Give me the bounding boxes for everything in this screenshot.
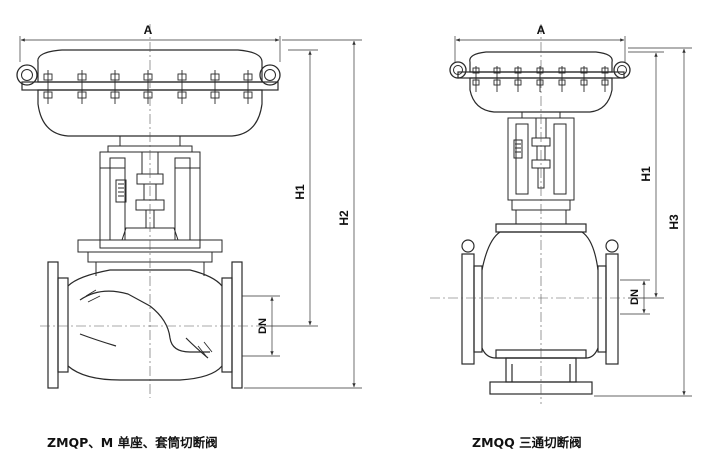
right-dim-vertical: [594, 47, 692, 397]
right-valve-body: [461, 223, 619, 395]
right-dim-a: [454, 36, 626, 62]
right-label-h3: H3: [667, 214, 681, 230]
right-label-h1: H1: [639, 166, 653, 182]
right-diaphragm-actuator: [449, 51, 631, 113]
left-label-dn: DN: [257, 318, 269, 334]
right-valve-caption: ZMQQ 三通切断阀: [472, 435, 582, 450]
right-center-lines: [430, 24, 628, 404]
left-valve-caption: ZMQP、M 单座、套筒切断阀: [47, 435, 218, 450]
left-center-lines: [40, 24, 262, 398]
left-valve-drawing: [16, 24, 362, 398]
left-dim-vertical: [242, 39, 362, 389]
left-label-h1: H1: [293, 184, 307, 200]
left-diaphragm-actuator: [16, 49, 281, 137]
left-label-a: A: [144, 23, 153, 37]
left-valve-body: [47, 261, 243, 389]
left-dim-a: [19, 36, 281, 62]
left-label-h2: H2: [337, 210, 351, 226]
right-valve-drawing: [430, 24, 692, 404]
right-label-a: A: [537, 23, 546, 37]
right-label-dn: DN: [629, 289, 641, 305]
